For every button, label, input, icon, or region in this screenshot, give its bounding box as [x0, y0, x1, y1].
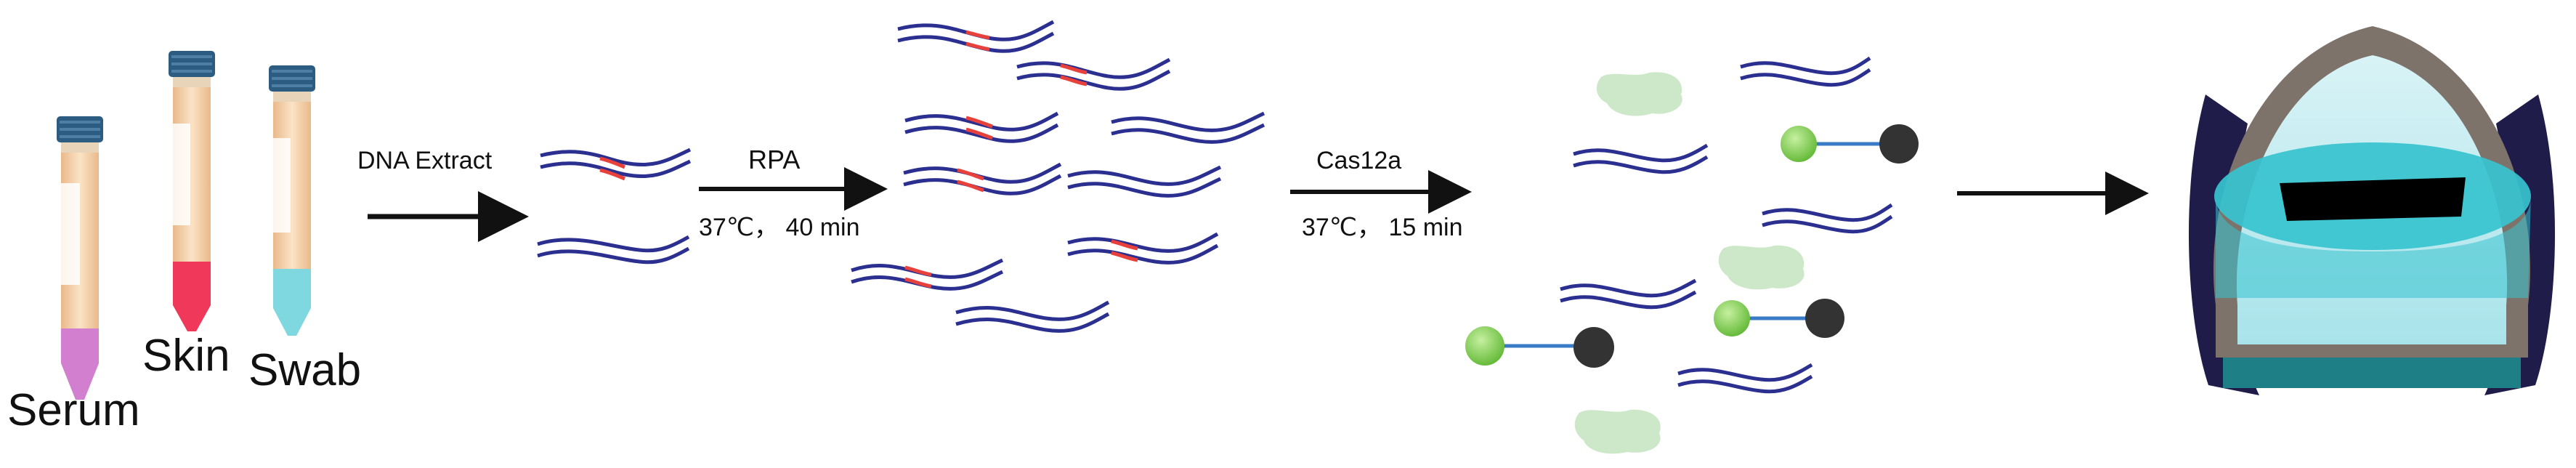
skin-tube-icon — [169, 51, 215, 331]
dna-duplex-icon — [1067, 232, 1219, 265]
dna-duplex-icon — [1560, 278, 1697, 310]
label-swab: Swab — [248, 345, 361, 395]
swab-tube-icon — [269, 65, 315, 336]
cleaved-fragment-icon — [1574, 409, 1661, 454]
dna-duplex-icon — [1762, 203, 1893, 234]
dna-duplex-icon — [903, 162, 1062, 195]
label-rpa: RPA — [748, 145, 800, 174]
dna-duplex-icon — [1573, 143, 1709, 174]
fluorescent-reporter-icon — [1465, 326, 1614, 368]
dna-duplex-icon — [904, 111, 1059, 143]
label-skin: Skin — [142, 331, 230, 381]
fluorescent-reporter-icon — [1781, 124, 1919, 164]
label-cas12a: Cas12a — [1316, 147, 1401, 174]
dna-duplex-icon — [1067, 165, 1222, 198]
rpa-condition: 37℃， 40 min — [699, 214, 860, 241]
dna-duplex-icon — [851, 258, 1004, 291]
dna-duplex-icon — [1111, 111, 1265, 144]
dna-duplex-icon — [1740, 56, 1871, 87]
dna-duplex-icon — [955, 300, 1110, 333]
dna-duplex-icon — [1016, 57, 1171, 91]
detection-device-icon — [2188, 26, 2556, 395]
label-dna-extract: DNA Extract — [357, 147, 493, 174]
cleaved-fragment-icon — [1596, 72, 1682, 116]
label-serum: Serum — [7, 385, 140, 435]
cleaved-fragment-icon — [1718, 245, 1805, 290]
amplified-dna-cluster — [851, 20, 1265, 333]
dna-duplex-icon — [1677, 363, 1813, 394]
dna-duplex-icon — [897, 20, 1055, 53]
cleavage-products — [1465, 56, 1919, 454]
dna-duplex-icon — [537, 235, 690, 265]
serum-tube-icon — [57, 116, 103, 400]
cas-condition: 37℃， 15 min — [1302, 214, 1463, 241]
dna-duplex-icon — [540, 148, 692, 181]
fluorescent-reporter-icon — [1714, 299, 1844, 338]
